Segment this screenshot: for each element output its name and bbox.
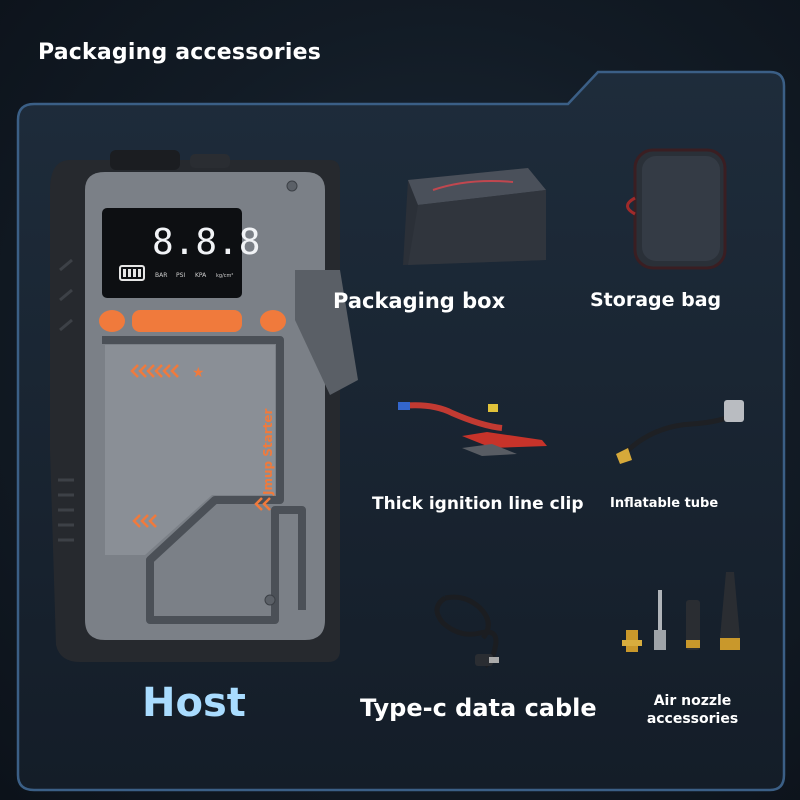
label-storage-bag: Storage bag: [590, 289, 722, 311]
page-title: Packaging accessories: [38, 40, 322, 65]
display-readout: 8.8.8: [152, 222, 260, 263]
host-device-image: 8.8.8 BAR PSI KPA kg/cm² ★ Jmup Starter: [50, 150, 358, 662]
label-ignition-clip: Thick ignition line clip: [372, 494, 584, 514]
light-button[interactable]: [260, 310, 286, 332]
power-button[interactable]: [99, 310, 125, 332]
label-host: Host: [142, 680, 246, 726]
label-type-c-cable: Type-c data cable: [360, 694, 597, 722]
unit-kgcm: kg/cm²: [216, 273, 233, 279]
air-nozzle-image: [622, 572, 740, 652]
label-air-nozzle: Air nozzle accessories: [646, 693, 739, 727]
label-inflatable-tube: Inflatable tube: [610, 496, 719, 511]
storage-bag-image: [626, 148, 727, 270]
svg-text:★: ★: [192, 365, 205, 381]
unit-kpa: KPA: [195, 272, 207, 279]
inflatable-tube-image: [616, 400, 744, 464]
unit-bar: BAR: [155, 272, 167, 279]
mode-button[interactable]: [132, 310, 242, 332]
label-packaging-box: Packaging box: [333, 289, 506, 313]
ignition-clip-image: [398, 402, 547, 456]
brand-text: Jmup Starter: [261, 408, 275, 496]
packaging-box-image: [403, 168, 546, 265]
unit-psi: PSI: [176, 272, 185, 279]
type-c-cable-image: [434, 594, 499, 668]
